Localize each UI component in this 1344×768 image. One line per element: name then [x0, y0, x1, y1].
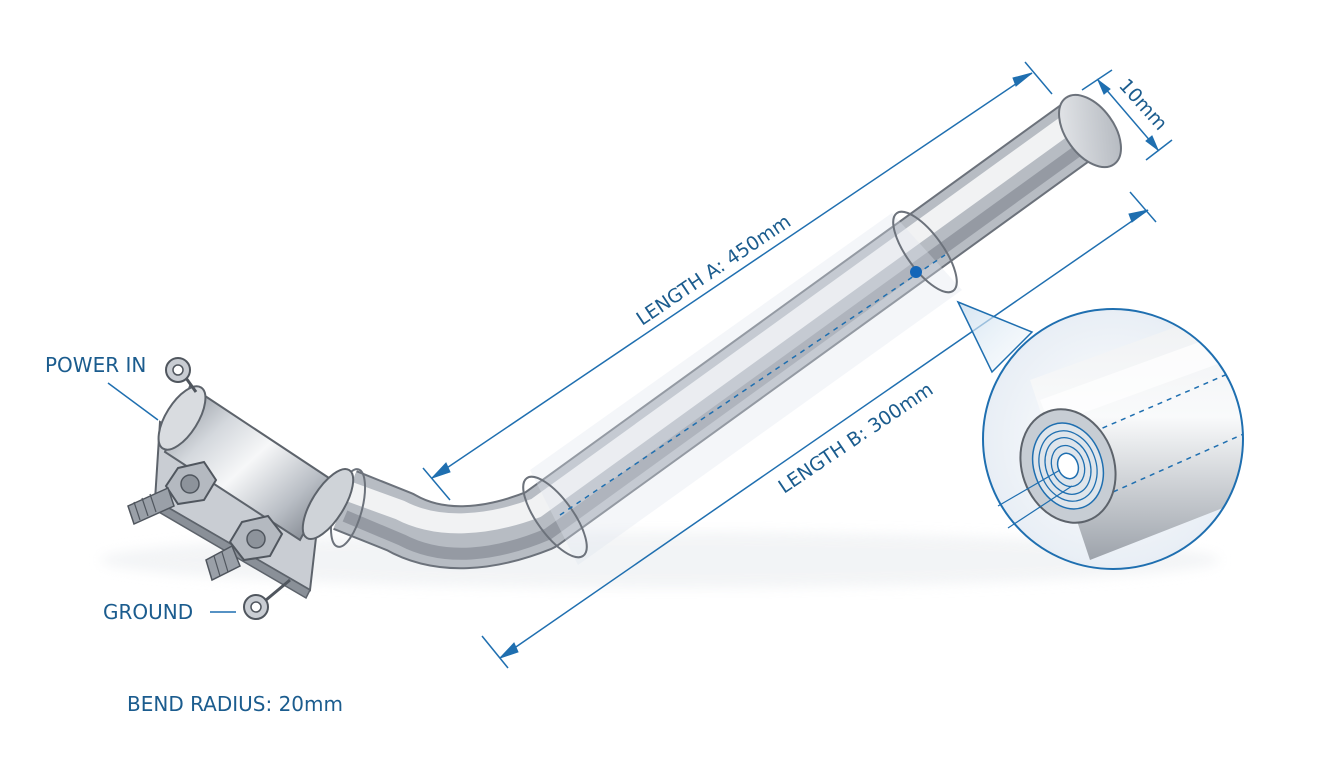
- power-ring-lug: [165, 357, 198, 393]
- tube-body: [333, 103, 1100, 568]
- callout-pointer: [956, 300, 1034, 374]
- dimension-length-b: [481, 191, 1157, 669]
- housing-end: [157, 385, 207, 451]
- tube-highlight: [341, 109, 1082, 534]
- callout-circle-border: [982, 308, 1244, 570]
- heating-coil-core: [1056, 452, 1080, 480]
- ground-ring-lug: [243, 578, 291, 620]
- dimension-length-a: [422, 61, 1053, 501]
- power-terminal-bolt: [127, 460, 218, 526]
- sheath-right-ring: [892, 210, 958, 294]
- ground-terminal-bolt: [205, 514, 284, 582]
- power-in-label: POWER IN: [45, 353, 146, 377]
- heating-tube: [329, 93, 1122, 570]
- power-in-leader: [107, 382, 159, 421]
- tube-end-cap: [1058, 93, 1122, 169]
- tube-shade: [342, 137, 1094, 560]
- core-point-dot: [910, 266, 922, 278]
- diameter-label: 10mm: [1114, 75, 1171, 135]
- housing-collar: [301, 468, 355, 540]
- core-centerline: [559, 254, 946, 516]
- sheath-left-ring: [522, 475, 588, 559]
- cross-section-callout: [956, 300, 1244, 570]
- terminal-block: [127, 357, 355, 620]
- bend-radius-label: BEND RADIUS: 20mm: [127, 692, 343, 716]
- dimension-diameter: [1081, 69, 1173, 161]
- ground-label: GROUND: [103, 600, 193, 624]
